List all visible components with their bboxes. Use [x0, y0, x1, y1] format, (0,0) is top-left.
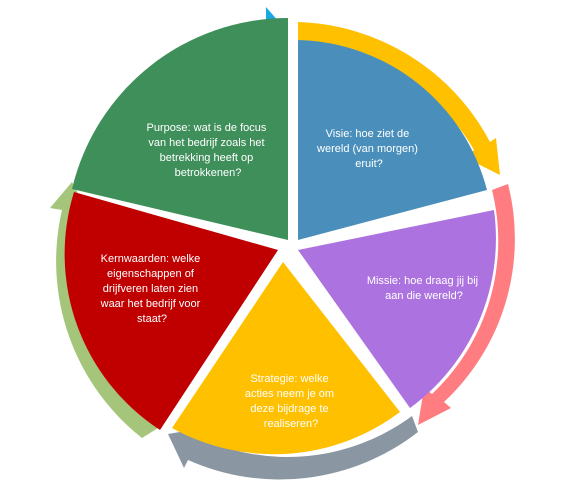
segment-label-strategie: Strategie: welke acties neem je om deze …: [245, 373, 337, 430]
cycle-segments: [64, 18, 496, 455]
segment-label-visie: Visie: hoe ziet de wereld (van morgen) e…: [316, 128, 421, 170]
segment-visie: [298, 40, 487, 240]
label-line: Visie: hoe ziet de: [326, 128, 410, 140]
arrow-kernwaarden: [50, 182, 158, 438]
label-line: van het bedrijf zoals het: [148, 137, 264, 149]
label-line: Kernwaarden: welke: [101, 253, 201, 265]
segment-strategie: [172, 262, 400, 455]
segment-label-purpose: Purpose: wat is de focus van het bedrijf…: [147, 122, 270, 179]
label-line: deze bijdrage te: [250, 403, 328, 415]
segment-label-kernwaarden: Kernwaarden: welke eigenschappen of drij…: [100, 253, 204, 325]
segment-label-missie: Missie: hoe draag jij bij aan die wereld…: [367, 275, 481, 302]
segment-purpose: [72, 18, 288, 240]
label-line: Strategie: welke: [250, 373, 328, 385]
label-line: Purpose: wat is de focus: [147, 122, 267, 134]
label-line: eruit?: [355, 158, 383, 170]
arrow-strategie: [168, 416, 418, 480]
label-line: eigenschappen of: [107, 268, 195, 280]
label-line: drijfveren laten zien: [103, 283, 198, 295]
label-line: realiseren?: [264, 418, 318, 430]
label-line: betrekking heeft op: [160, 152, 254, 164]
label-line: acties neem je om: [245, 388, 334, 400]
segment-missie: [298, 210, 496, 408]
segment-kernwaarden: [64, 192, 278, 430]
label-line: Missie: hoe draag jij bij: [367, 275, 478, 287]
label-line: aan die wereld?: [385, 290, 463, 302]
arrow-missie: [418, 184, 515, 425]
label-line: betrokkenen?: [175, 167, 242, 179]
label-line: staat?: [137, 313, 167, 325]
label-line: waar het bedrijf voor: [100, 298, 201, 310]
arrow-visie: [298, 22, 500, 175]
label-line: wereld (van morgen): [316, 143, 418, 155]
